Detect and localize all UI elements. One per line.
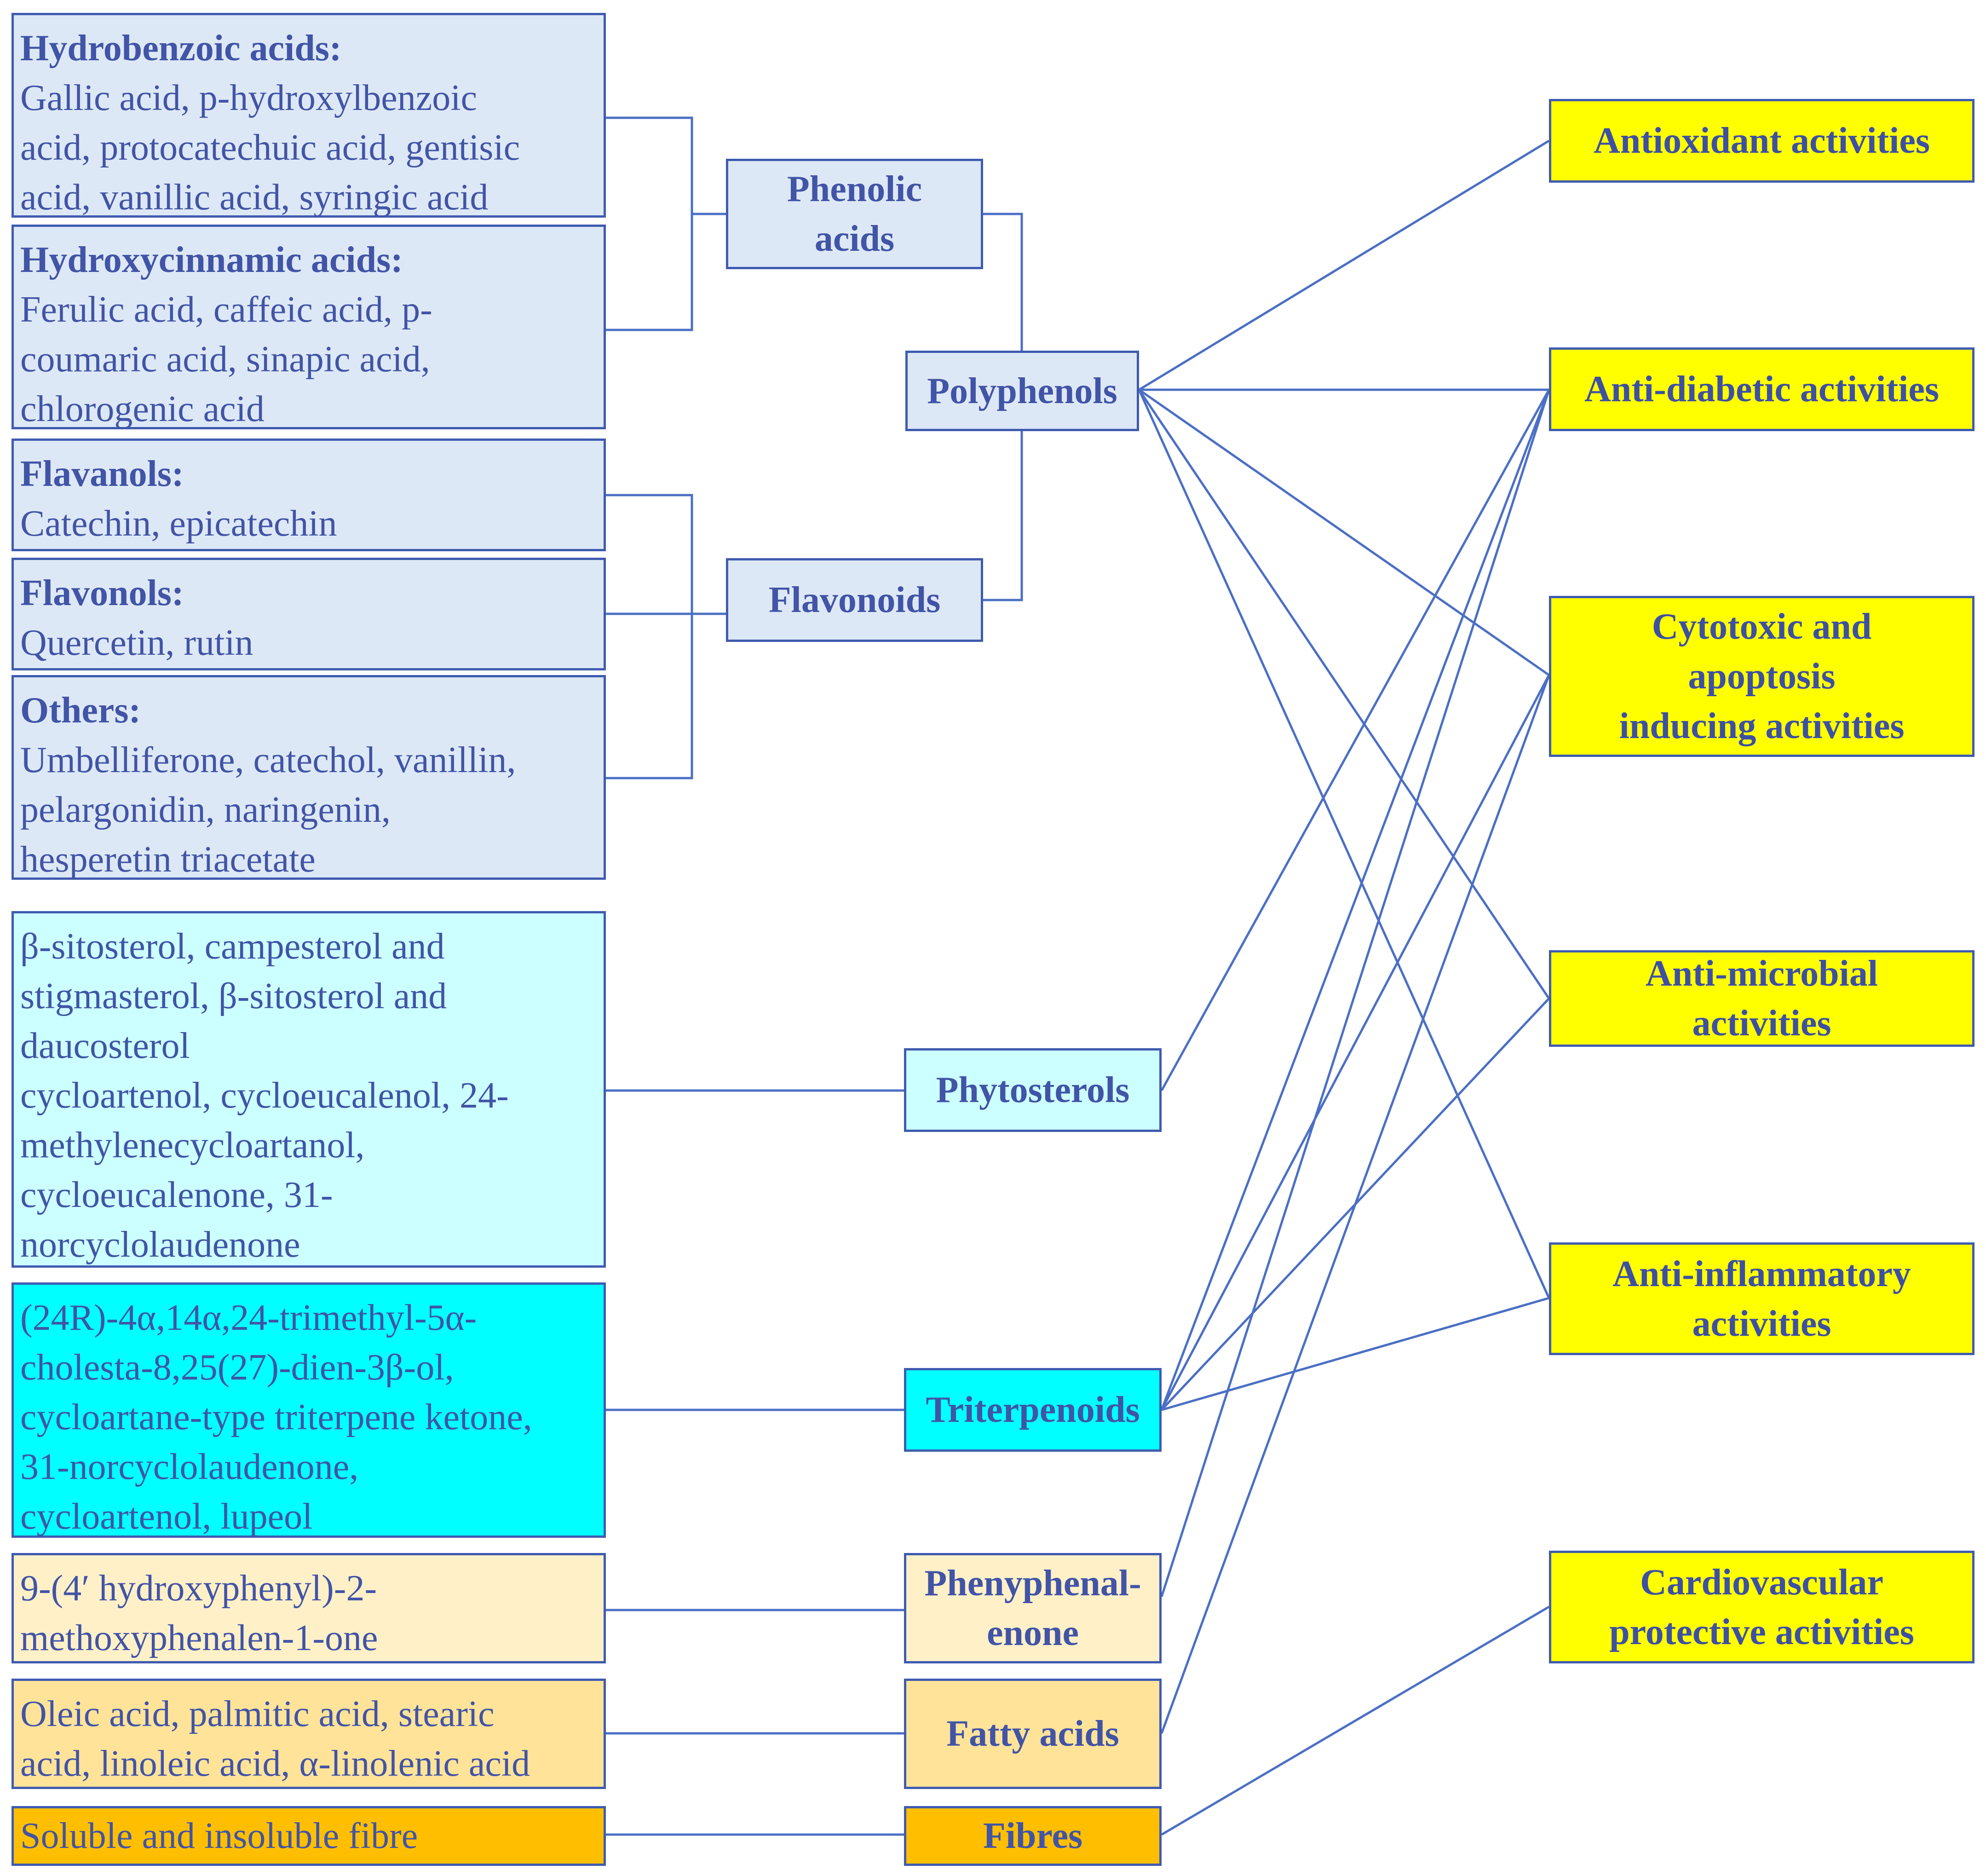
fibres-box: Fibres <box>904 1806 1162 1866</box>
source-text-line: Umbelliferone, catechol, vanillin, <box>20 740 516 780</box>
source-text-line: cycloartenol, cycloeucalenol, 24- <box>20 1075 509 1116</box>
phytosterols-box: Phytosterols <box>904 1048 1162 1132</box>
bracket-phenolic-acids <box>606 116 693 331</box>
link-polyphenols-antimicrobial <box>1138 389 1550 999</box>
source-heading: Others: <box>20 690 141 731</box>
source-text-line: methoxyphenalen-1-one <box>20 1618 378 1658</box>
antiinflammatory-activities-box: Anti-inflammatory activities <box>1549 1242 1974 1355</box>
source-text-line: 9-(4ʹ hydroxyphenyl)-2- <box>20 1568 377 1609</box>
class-label-line: Triterpenoids <box>926 1390 1140 1430</box>
source-text-line: pelargonidin, naringenin, <box>20 790 391 830</box>
source-text-line: Quercetin, rutin <box>20 623 253 663</box>
link-phytosterols-antidiabetic <box>1160 389 1550 1091</box>
source-text-line: cholesta-8,25(27)-dien-3β-ol, <box>20 1347 454 1388</box>
activity-label-line: Anti-microbial <box>1645 953 1878 994</box>
link-triterpenoids-cytotoxic <box>1160 674 1550 1411</box>
link-phenyphenalenone-antidiabetic <box>1160 389 1550 1597</box>
antidiabetic-activities-box: Anti-diabetic activities <box>1549 347 1974 431</box>
class-label-line: Fatty acids <box>946 1714 1119 1754</box>
class-label-line: Phenolic <box>787 169 922 209</box>
activity-label-line: Cytotoxic and <box>1652 606 1872 647</box>
hydroxycinnamic-acids-box: Hydroxycinnamic acids: Ferulic acid, caf… <box>12 225 606 429</box>
link-fatty-acids-cytotoxic <box>1160 675 1550 1734</box>
activity-label-line: Antioxidant activities <box>1593 121 1930 161</box>
activity-label-line: activities <box>1692 1303 1831 1344</box>
source-heading: Hydroxycinnamic acids: <box>20 240 403 280</box>
link-phenolic-acids-polyphenols <box>983 213 1023 351</box>
source-text-line: acid, protocatechuic acid, gentisic <box>20 127 520 168</box>
source-text-line: 31-norcyclolaudenone, <box>20 1447 359 1487</box>
source-text-line: coumaric acid, sinapic acid, <box>20 339 430 380</box>
link-triterpenoids-antidiabetic <box>1160 389 1550 1410</box>
class-label-line: Flavonoids <box>768 580 941 620</box>
source-text-line: β-sitosterol, campesterol and <box>20 926 445 967</box>
source-text-line: methylenecycloartanol, <box>20 1125 365 1166</box>
link-fibres-cardiovascular <box>1161 1605 1550 1836</box>
polyphenols-box: Polyphenols <box>905 351 1139 431</box>
antimicrobial-activities-box: Anti-microbial activities <box>1549 950 1974 1047</box>
source-text-line: Oleic acid, palmitic acid, stearic <box>20 1694 495 1734</box>
bracket-flavonoids <box>606 494 693 779</box>
link-polyphenols-cytotoxic <box>1138 388 1550 676</box>
class-label-line: Polyphenols <box>927 370 1117 411</box>
activity-label-line: Cardiovascular <box>1640 1562 1883 1603</box>
phenyphenalenone-box: Phenyphenal- enone <box>904 1553 1162 1663</box>
source-text-line: norcyclolaudenone <box>20 1224 300 1265</box>
fibres-source-box: Soluble and insoluble fibre <box>12 1806 606 1866</box>
link-polyphenols-antiinflammatory <box>1138 389 1550 1299</box>
activity-label-line: protective activities <box>1609 1611 1914 1652</box>
source-heading: Flavanols: <box>20 454 184 494</box>
hydrobenzoic-acids-box: Hydrobenzoic acids: Gallic acid, p-hydro… <box>12 13 606 218</box>
antioxidant-activities-box: Antioxidant activities <box>1549 99 1974 183</box>
link-flavonoids-polyphenols <box>983 431 1023 601</box>
source-text-line: cycloartane-type triterpene ketone, <box>20 1397 532 1437</box>
flavanols-box: Flavanols: Catechin, epicatechin <box>12 439 606 551</box>
source-heading: Hydrobenzoic acids: <box>20 28 342 69</box>
activity-label-line: apoptosis <box>1688 656 1836 697</box>
source-text-line: stigmasterol, β-sitosterol and <box>20 976 447 1016</box>
flavonoids-box: Flavonoids <box>726 558 983 642</box>
source-text-line: Gallic acid, p-hydroxylbenzoic <box>20 78 477 118</box>
source-text-line: Ferulic acid, caffeic acid, p- <box>20 289 432 330</box>
link-triterpenoids-antiinflammatory <box>1161 1297 1549 1411</box>
phenyphenalenone-source-box: 9-(4ʹ hydroxyphenyl)-2- methoxyphenalen-… <box>12 1553 606 1663</box>
source-text-line: (24R)-4α,14α,24-trimethyl-5α- <box>20 1298 477 1338</box>
triterpenoids-box: Triterpenoids <box>904 1368 1162 1452</box>
cytotoxic-activities-box: Cytotoxic and apoptosis inducing activit… <box>1549 596 1974 757</box>
activity-label-line: Anti-diabetic activities <box>1584 369 1939 410</box>
class-label-line: enone <box>987 1613 1079 1653</box>
class-label-line: acids <box>814 219 895 259</box>
phytosterols-source-box: β-sitosterol, campesterol and stigmaster… <box>12 911 606 1268</box>
class-label-line: Phytosterols <box>936 1070 1130 1110</box>
source-text-line: cycloeucalenone, 31- <box>20 1175 333 1215</box>
others-box: Others: Umbelliferone, catechol, vanilli… <box>12 675 606 880</box>
source-text-line: cycloartenol, lupeol <box>20 1496 313 1537</box>
class-label-line: Fibres <box>983 1816 1083 1856</box>
flavonols-box: Flavonols: Quercetin, rutin <box>12 558 606 670</box>
activity-label-line: Anti-inflammatory <box>1612 1253 1911 1294</box>
triterpenoids-source-box: (24R)-4α,14α,24-trimethyl-5α- cholesta-8… <box>12 1282 606 1538</box>
activity-label-line: activities <box>1692 1003 1831 1044</box>
fatty-acids-box: Fatty acids <box>904 1679 1162 1789</box>
activity-label-line: inducing activities <box>1619 706 1905 746</box>
fatty-acids-source-box: Oleic acid, palmitic acid, stearic acid,… <box>12 1679 606 1789</box>
class-label-line: Phenyphenal- <box>924 1563 1141 1604</box>
phenolic-acids-box: Phenolic acids <box>726 159 983 269</box>
cardiovascular-activities-box: Cardiovascular protective activities <box>1549 1551 1974 1663</box>
link-polyphenols-antioxidant <box>1138 139 1550 391</box>
source-text-line: acid, linoleic acid, α-linolenic acid <box>20 1743 530 1784</box>
source-text-line: hesperetin triacetate <box>20 839 316 880</box>
source-text-line: acid, vanillic acid, syringic acid <box>20 177 489 218</box>
source-text-line: Catechin, epicatechin <box>20 503 337 544</box>
source-heading: Flavonols: <box>20 573 184 613</box>
source-text-line: Soluble and insoluble fibre <box>20 1816 418 1856</box>
source-text-line: chlorogenic acid <box>20 389 265 429</box>
source-text-line: daucosterol <box>20 1026 190 1066</box>
